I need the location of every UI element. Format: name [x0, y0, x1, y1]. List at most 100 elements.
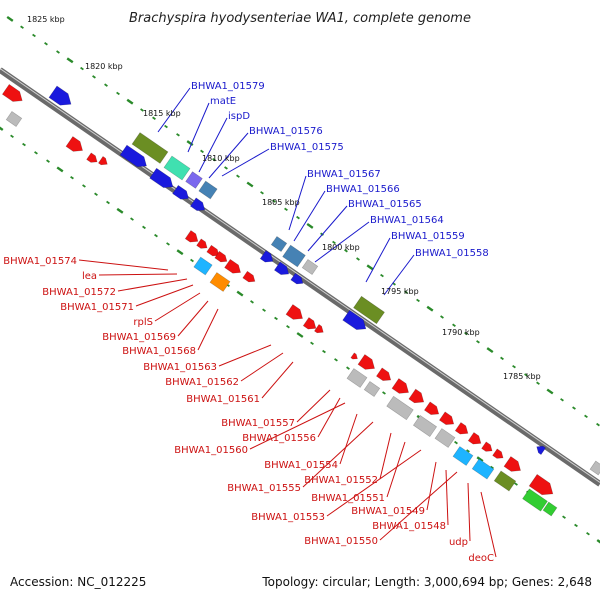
gene-label[interactable]: lea — [82, 271, 97, 282]
gene-feature[interactable] — [542, 501, 558, 517]
gene-feature[interactable] — [481, 441, 495, 454]
gene-label[interactable]: BHWA1_01551 — [311, 493, 385, 504]
gene-label[interactable]: BHWA1_01575 — [270, 142, 344, 153]
gene-label[interactable]: BHWA1_01562 — [165, 377, 239, 388]
gene-label[interactable]: BHWA1_01556 — [242, 433, 316, 444]
gene-label[interactable]: BHWA1_01564 — [370, 215, 444, 226]
gene-label[interactable]: rplS — [133, 317, 153, 328]
gene-feature[interactable] — [454, 422, 471, 437]
gene-feature[interactable] — [391, 378, 412, 398]
gene-label[interactable]: BHWA1_01553 — [251, 512, 325, 523]
gene-feature[interactable] — [5, 111, 23, 127]
gene-feature[interactable] — [282, 244, 306, 268]
gene-feature[interactable] — [86, 152, 100, 165]
gene-feature[interactable] — [98, 156, 109, 167]
gene-label[interactable]: matE — [210, 96, 236, 107]
gene-feature[interactable] — [209, 272, 231, 292]
gene-label[interactable]: BHWA1_01554 — [264, 460, 338, 471]
gene-feature[interactable] — [589, 460, 600, 476]
gene-feature[interactable] — [214, 250, 229, 264]
gene-label[interactable]: BHWA1_01558 — [415, 248, 489, 259]
gene-label[interactable]: BHWA1_01574 — [3, 256, 77, 267]
gene-label[interactable]: BHWA1_01579 — [191, 81, 265, 92]
scale-tick — [586, 532, 590, 536]
gene-feature[interactable] — [346, 368, 368, 388]
gene-label[interactable]: BHWA1_01548 — [372, 521, 446, 532]
scale-tick — [34, 151, 38, 155]
gene-feature[interactable] — [273, 261, 291, 278]
gene-label[interactable]: BHWA1_01561 — [186, 394, 260, 405]
gene-feature[interactable] — [119, 144, 150, 171]
gene-feature[interactable] — [185, 171, 203, 189]
gene-feature[interactable] — [242, 270, 257, 284]
gene-feature[interactable] — [172, 184, 192, 202]
gene-label[interactable]: BHWA1_01567 — [307, 169, 381, 180]
gene-feature[interactable] — [375, 367, 393, 384]
scale-tick — [274, 316, 278, 321]
gene-feature[interactable] — [270, 236, 288, 252]
gene-feature[interactable] — [206, 244, 221, 258]
gene-feature[interactable] — [423, 401, 441, 418]
gene-label[interactable]: BHWA1_01568 — [122, 346, 196, 357]
gene-feature[interactable] — [149, 167, 177, 192]
gene-feature[interactable] — [353, 295, 385, 325]
gene-label[interactable]: udp — [449, 537, 468, 548]
gene-label[interactable]: BHWA1_01549 — [351, 506, 425, 517]
gene-label[interactable]: BHWA1_01576 — [249, 126, 323, 137]
gene-label[interactable]: BHWA1_01565 — [348, 199, 422, 210]
gene-feature[interactable] — [412, 414, 438, 438]
gene-feature[interactable] — [131, 132, 169, 164]
gene-label[interactable]: BHWA1_01569 — [102, 332, 176, 343]
gene-feature[interactable] — [452, 446, 474, 466]
gene-feature[interactable] — [363, 381, 381, 397]
gene-label[interactable]: BHWA1_01563 — [143, 362, 217, 373]
genome-backbone-highlight — [0, 68, 600, 483]
gene-feature[interactable] — [434, 428, 456, 448]
gene-feature[interactable] — [285, 304, 306, 324]
gene-feature[interactable] — [342, 309, 370, 334]
gene-feature[interactable] — [492, 448, 506, 461]
gene-feature[interactable] — [493, 470, 517, 492]
gene-label[interactable]: ispD — [228, 111, 250, 122]
gene-feature[interactable] — [196, 238, 210, 251]
gene-feature[interactable] — [301, 259, 319, 275]
gene-feature[interactable] — [386, 395, 414, 421]
gene-label[interactable]: BHWA1_01571 — [60, 302, 134, 313]
gene-feature[interactable] — [302, 317, 319, 332]
gene-label[interactable]: BHWA1_01550 — [304, 536, 378, 547]
gene-feature[interactable] — [350, 352, 359, 361]
gene-feature[interactable] — [314, 324, 325, 335]
gene-feature[interactable] — [290, 272, 305, 286]
gene-feature[interactable] — [438, 411, 456, 428]
gene-feature[interactable] — [65, 136, 86, 156]
gene-feature[interactable] — [198, 180, 218, 200]
gene-label[interactable]: BHWA1_01557 — [221, 418, 295, 429]
label-leader-line — [307, 205, 348, 252]
label-leader-line — [177, 300, 209, 337]
gene-feature[interactable] — [1, 83, 25, 105]
gene-label[interactable]: deoC — [468, 553, 494, 564]
gene-feature[interactable] — [48, 85, 75, 110]
gene-feature[interactable] — [357, 354, 378, 374]
gene-label[interactable]: BHWA1_01560 — [174, 445, 248, 456]
gene-label[interactable]: BHWA1_01566 — [326, 184, 400, 195]
gene-feature[interactable] — [471, 458, 495, 480]
gene-feature[interactable] — [522, 488, 548, 512]
gene-feature[interactable] — [163, 155, 191, 181]
gene-feature[interactable] — [534, 443, 546, 455]
gene-feature[interactable] — [259, 250, 276, 265]
gene-feature[interactable] — [184, 230, 201, 245]
gene-label[interactable]: BHWA1_01572 — [42, 287, 116, 298]
gene-feature[interactable] — [408, 388, 427, 407]
gene-feature[interactable] — [224, 258, 244, 276]
gene-feature[interactable] — [503, 456, 524, 476]
gene-label[interactable]: BHWA1_01555 — [227, 483, 301, 494]
gene-label[interactable]: BHWA1_01559 — [391, 231, 465, 242]
scale-tick — [380, 273, 384, 278]
gene-feature[interactable] — [467, 432, 484, 447]
gene-feature[interactable] — [528, 474, 557, 499]
gene-feature[interactable] — [189, 197, 207, 214]
gene-label[interactable]: BHWA1_01552 — [304, 475, 378, 486]
gene-feature[interactable] — [193, 256, 213, 276]
